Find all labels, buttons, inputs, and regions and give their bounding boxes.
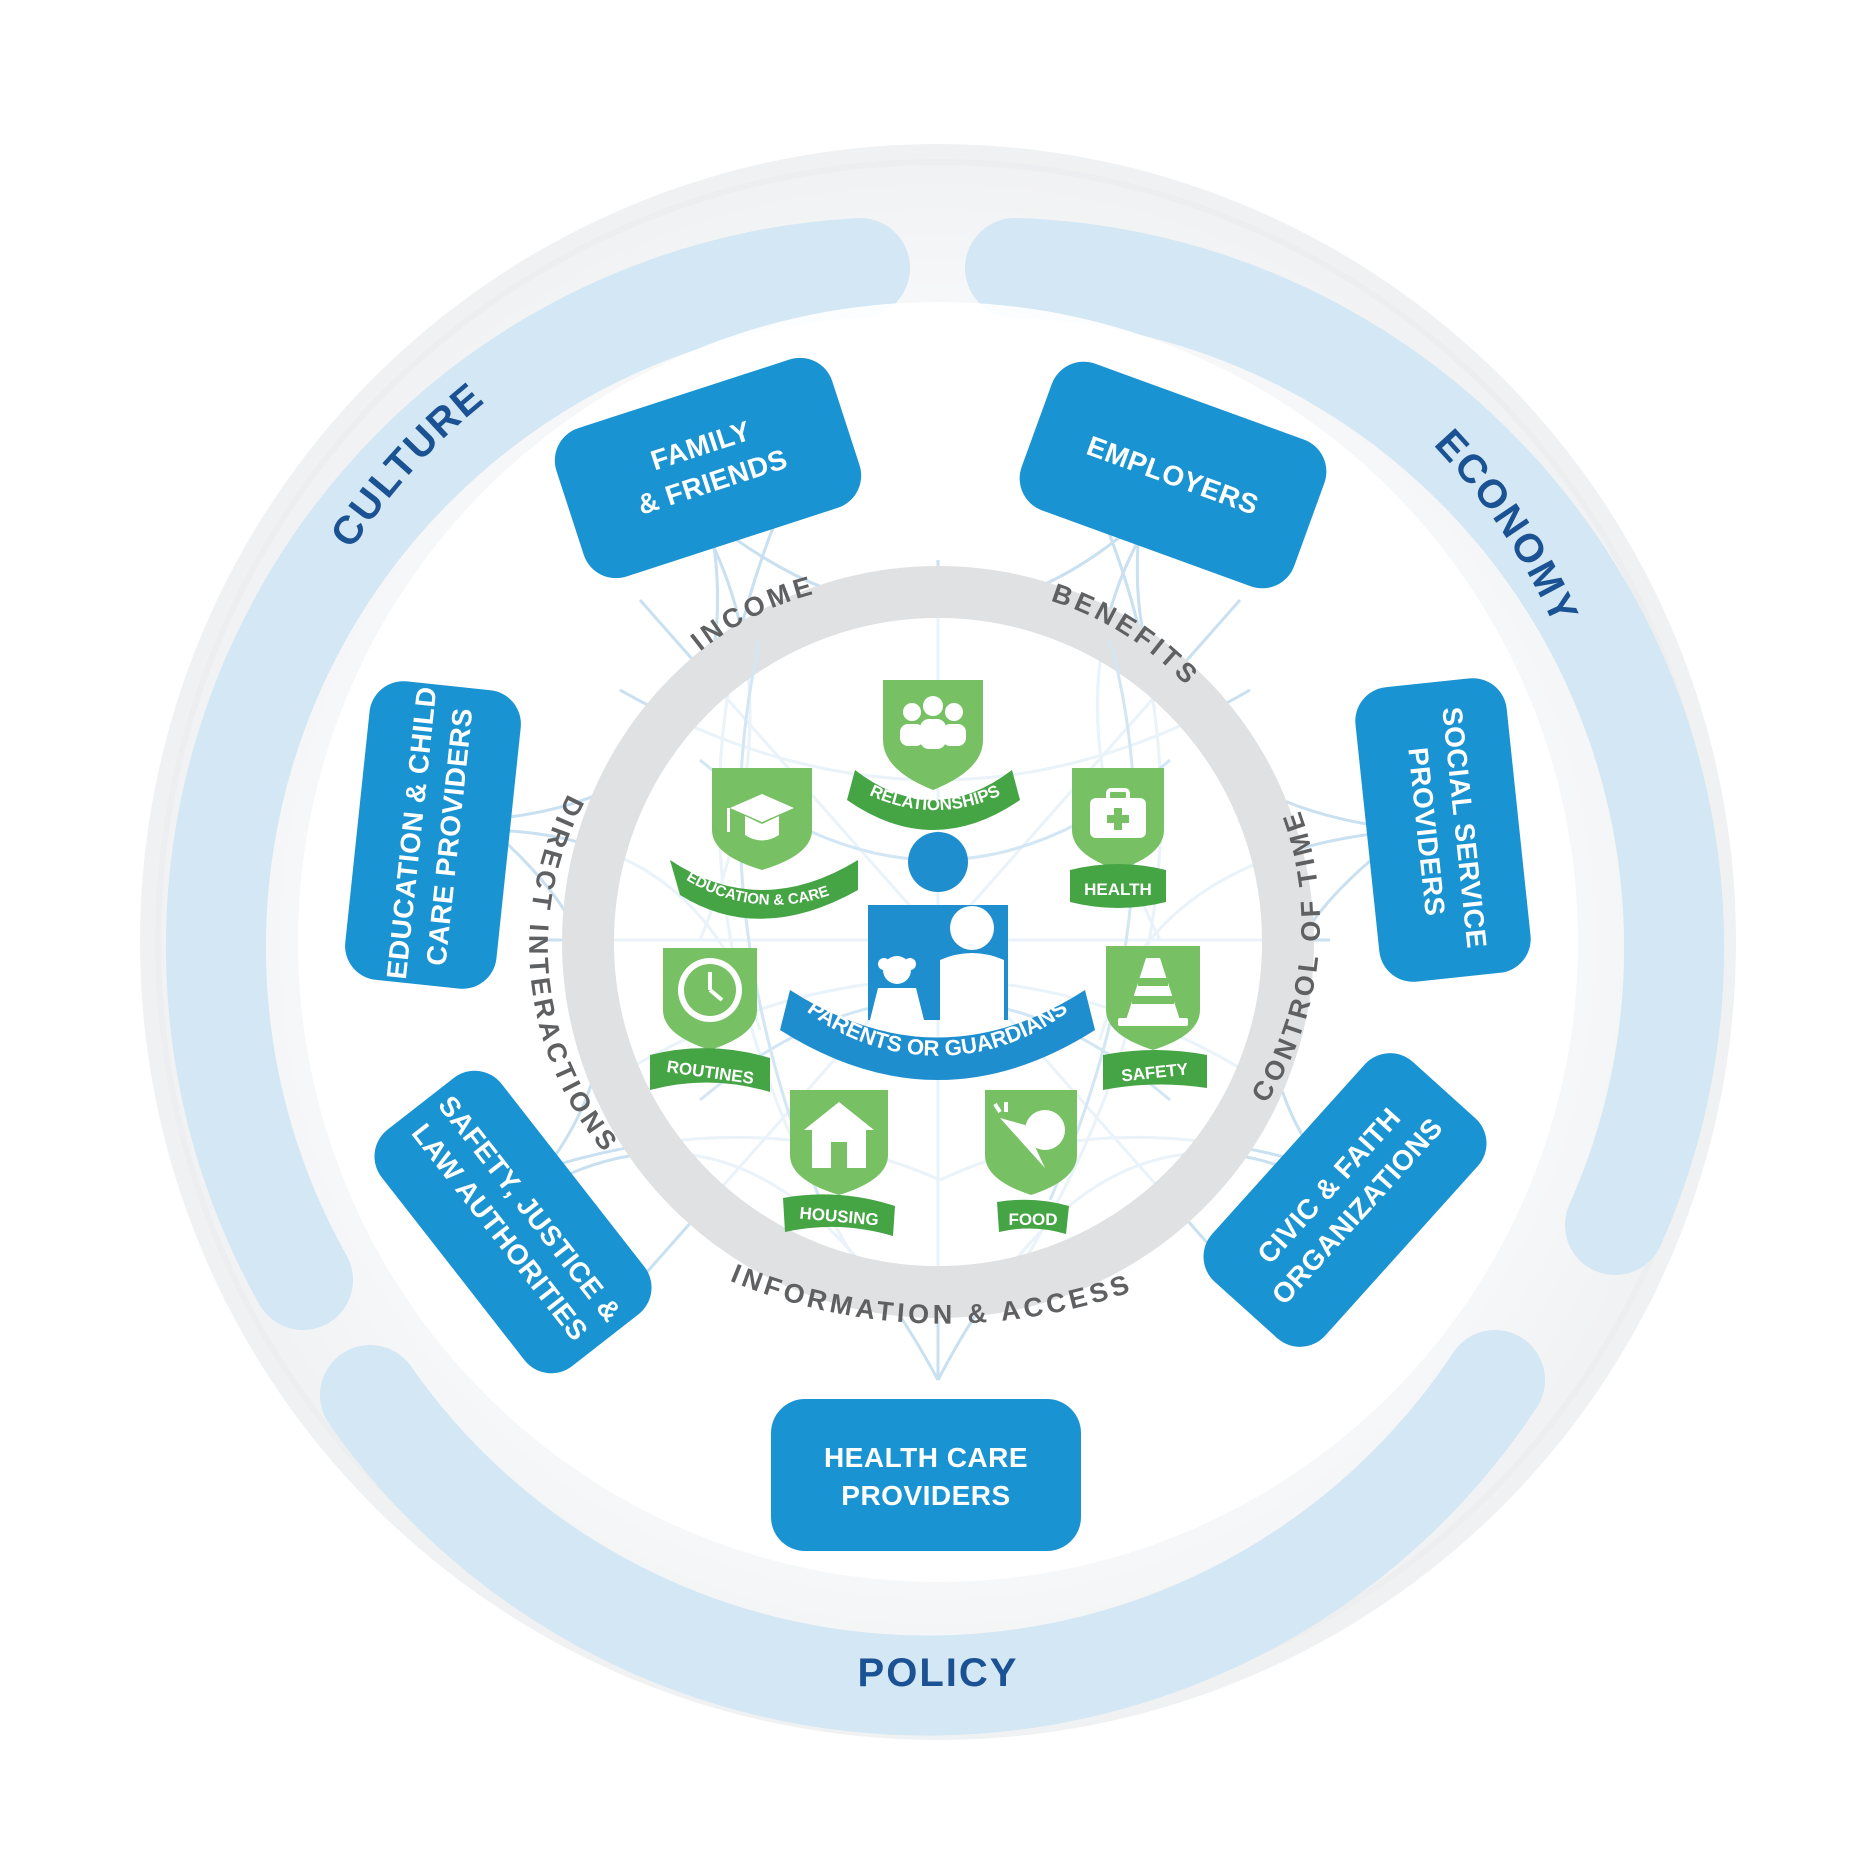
policy-label: POLICY: [858, 1651, 1019, 1695]
svg-text:PROVIDERS: PROVIDERS: [841, 1480, 1010, 1511]
graduation-cap-icon: [727, 794, 794, 841]
stakeholder-social-service: SOCIAL SERVICE PROVIDERS: [1355, 678, 1531, 982]
medical-kit-icon: [1090, 788, 1146, 838]
need-education-care: EDUCATION & CARE: [670, 768, 858, 919]
economy-band: [965, 218, 1725, 1275]
parent-child-icon: [870, 906, 1004, 1020]
clock-icon: [678, 958, 742, 1022]
traffic-cone-icon: [1118, 958, 1188, 1026]
stakeholder-employers: EMPLOYERS: [1019, 361, 1327, 589]
need-food: FOOD: [985, 1090, 1077, 1234]
head-icon: [908, 832, 968, 892]
need-housing: HOUSING: [783, 1090, 895, 1236]
middle-ring: [562, 566, 1314, 1318]
need-health: HEALTH: [1070, 768, 1166, 908]
people-icon: [900, 696, 966, 749]
policy-band: [320, 1330, 1545, 1736]
culture-band: [165, 218, 910, 1330]
stakeholder-education-child: EDUCATION & CHILD CARE PROVIDERS: [345, 681, 521, 989]
need-safety: SAFETY: [1103, 946, 1207, 1090]
need-routines: ROUTINES: [650, 948, 770, 1092]
stakeholder-health-care: HEALTH CARE PROVIDERS: [771, 1399, 1081, 1551]
food-icon: [993, 1102, 1065, 1168]
svg-text:HEALTH: HEALTH: [1084, 880, 1152, 899]
outer-bands: [165, 218, 1725, 1736]
stakeholder-family-friends: FAMILY & FRIENDS: [554, 357, 862, 579]
house-icon: [804, 1102, 874, 1168]
svg-text:HEALTH CARE: HEALTH CARE: [824, 1442, 1028, 1473]
svg-text:FOOD: FOOD: [1008, 1210, 1057, 1229]
